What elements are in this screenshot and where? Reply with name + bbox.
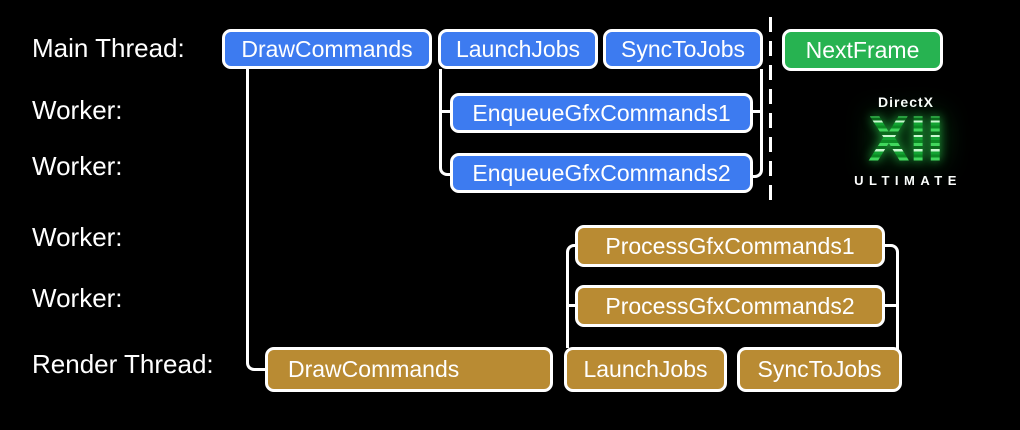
box-render-synctojobs: SyncToJobs xyxy=(737,347,902,392)
connector-stub-process2-right xyxy=(885,304,896,307)
xii-numeral-icon: XII xyxy=(848,108,964,172)
directx-wordmark: DirectX xyxy=(877,94,935,110)
connector-stub-enqueue1-right xyxy=(753,110,761,113)
connector-stub-process2-left xyxy=(569,304,575,307)
frame-boundary-dashed-line xyxy=(769,17,772,208)
box-render-drawcommands: DrawCommands xyxy=(265,347,553,392)
directx-12-ultimate-logo: DirectX XII ULTIMATE xyxy=(848,95,964,187)
row-label-main-thread: Main Thread: xyxy=(32,33,185,63)
connector-launchjobs-to-enqueue-bracket xyxy=(439,69,450,176)
connector-stub-enqueue1-left xyxy=(442,110,450,113)
row-label-worker-1: Worker: xyxy=(32,95,123,125)
connector-process-to-synctojobs-bracket xyxy=(885,244,899,350)
row-label-worker-2: Worker: xyxy=(32,151,123,181)
box-enqueuegfxcommands2: EnqueueGfxCommands2 xyxy=(450,153,753,193)
box-enqueuegfxcommands1: EnqueueGfxCommands1 xyxy=(450,93,753,133)
connector-enqueue-to-synctojobs-bracket xyxy=(753,69,763,178)
box-processgfxcommands2: ProcessGfxCommands2 xyxy=(575,285,885,327)
box-render-launchjobs: LaunchJobs xyxy=(564,347,727,392)
ultimate-wordmark: ULTIMATE xyxy=(854,173,962,188)
box-processgfxcommands1: ProcessGfxCommands1 xyxy=(575,225,885,267)
box-nextframe: NextFrame xyxy=(782,29,943,71)
row-label-worker-4: Worker: xyxy=(32,283,123,313)
box-main-drawcommands: DrawCommands xyxy=(222,29,432,69)
box-main-synctojobs: SyncToJobs xyxy=(603,29,763,69)
box-main-launchjobs: LaunchJobs xyxy=(438,29,598,69)
connector-process-to-launchjobs-bracket xyxy=(566,244,575,348)
connector-drawcommands-main-to-render xyxy=(246,69,265,371)
row-label-worker-3: Worker: xyxy=(32,222,123,252)
row-label-render-thread: Render Thread: xyxy=(32,349,214,379)
